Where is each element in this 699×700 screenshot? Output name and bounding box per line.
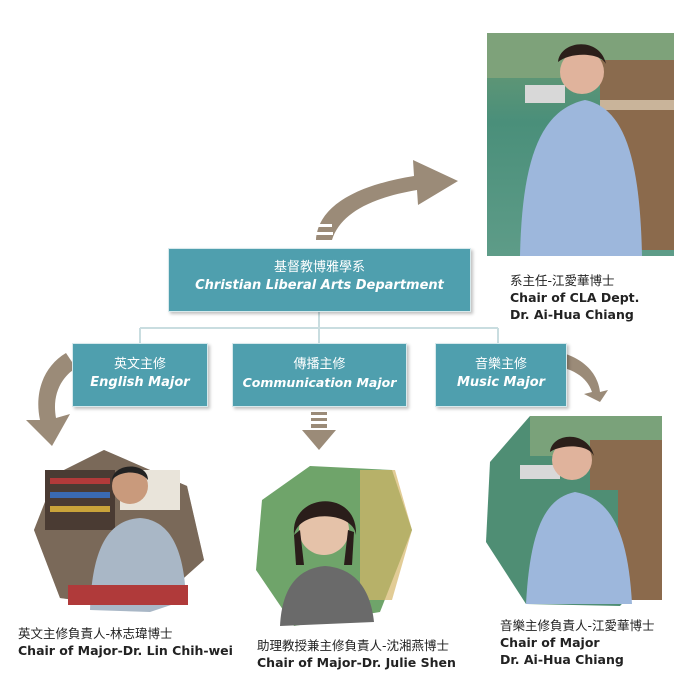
communication-chair-zh: 助理教授兼主修負責人-沈湘燕博士 [257, 638, 450, 653]
english-chair-zh: 英文主修負責人-林志瑋博士 [18, 626, 173, 641]
english-chair-caption: 英文主修負責人-林志瑋博士 Chair of Major-Dr. Lin Chi… [18, 625, 233, 659]
dept-chair-photo [487, 33, 674, 256]
english-major-box: 英文主修 English Major [72, 343, 208, 407]
music-major-en: Music Major [456, 375, 546, 390]
communication-chair-en: Chair of Major-Dr. Julie Shen [257, 655, 456, 670]
root-department-box: 基督教博雅學系 Christian Liberal Arts Departmen… [168, 248, 471, 312]
music-chair-en-name: Dr. Ai-Hua Chiang [500, 652, 624, 667]
english-major-zh: 英文主修 [113, 357, 166, 372]
communication-major-box: 傳播主修 Communication Major [232, 343, 407, 407]
music-chair-en-title: Chair of Major [500, 635, 600, 650]
communication-major-zh: 傳播主修 [293, 357, 346, 372]
root-title-en: Christian Liberal Arts Department [195, 278, 444, 293]
english-major-en: English Major [90, 375, 190, 390]
dept-chair-zh: 系主任-江愛華博士 [510, 273, 615, 288]
arrow-to-english [26, 353, 76, 446]
english-chair-photo [34, 450, 204, 612]
dept-chair-caption: 系主任-江愛華博士 Chair of CLA Dept. Dr. Ai-Hua … [510, 272, 639, 323]
music-chair-caption: 音樂主修負責人-江愛華博士 Chair of Major Dr. Ai-Hua … [500, 617, 655, 668]
music-chair-photo [486, 416, 662, 606]
music-major-zh: 音樂主修 [474, 357, 527, 372]
communication-chair-caption: 助理教授兼主修負責人-沈湘燕博士 Chair of Major-Dr. Juli… [257, 637, 456, 671]
communication-chair-photo [256, 466, 412, 626]
music-chair-zh: 音樂主修負責人-江愛華博士 [500, 618, 655, 633]
dept-chair-en-name: Dr. Ai-Hua Chiang [510, 307, 634, 322]
english-chair-en: Chair of Major-Dr. Lin Chih-wei [18, 643, 233, 658]
dept-chair-en-title: Chair of CLA Dept. [510, 290, 640, 305]
root-title-zh: 基督教博雅學系 [273, 260, 365, 275]
arrow-to-music [564, 354, 608, 402]
org-connectors [139, 312, 499, 344]
music-major-box: 音樂主修 Music Major [435, 343, 567, 407]
communication-major-en: Communication Major [242, 375, 397, 390]
arrow-to-communication [302, 412, 336, 450]
arrow-to-chair [314, 160, 458, 240]
